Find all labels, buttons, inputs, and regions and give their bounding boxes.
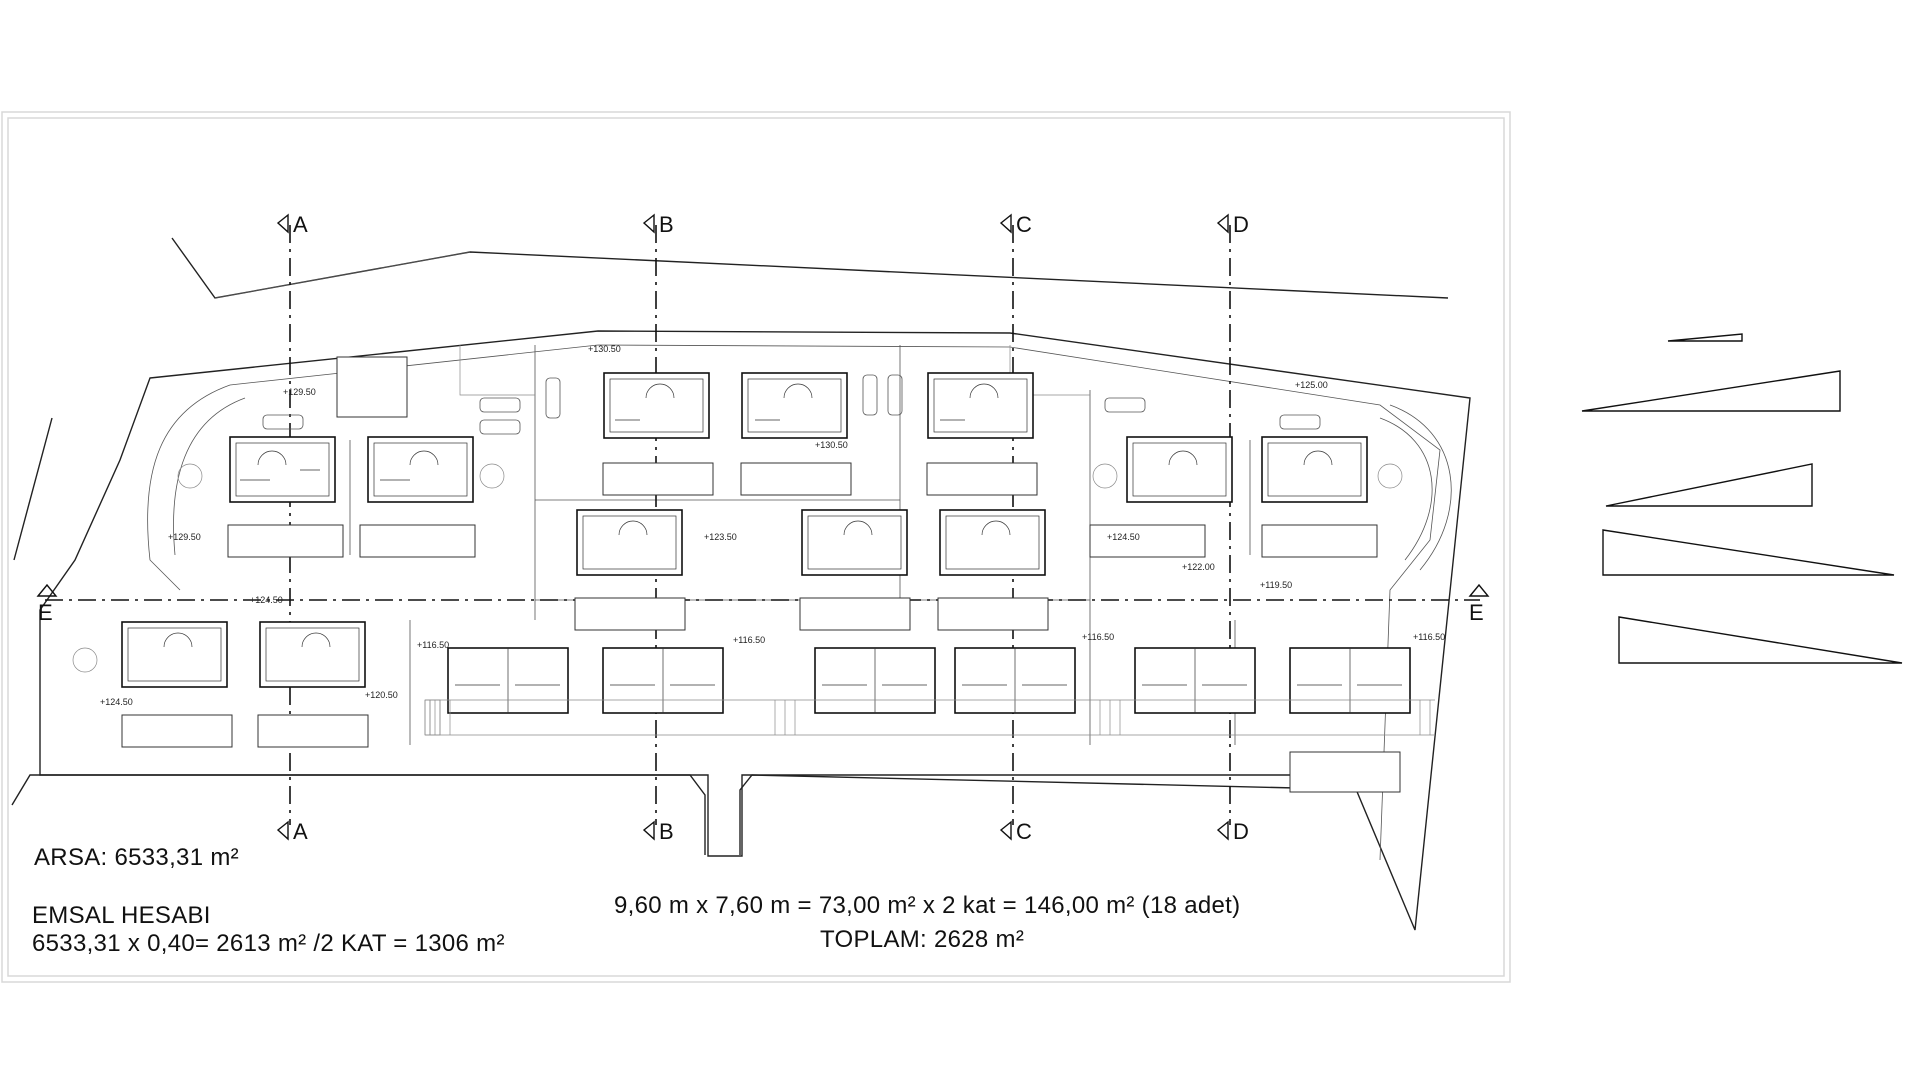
top-road-edge (214, 251, 471, 299)
section-marker-a-top: A (276, 212, 308, 237)
marker-e-left-label: E (38, 600, 53, 625)
bottom-road-line (11, 774, 706, 855)
plot-divider (349, 440, 1251, 745)
elevation-label: +130.50 (588, 344, 621, 354)
section-marker-a-bottom: A (276, 819, 308, 844)
ramp-4-curve (1389, 404, 1452, 571)
elevation-label: +124.50 (100, 697, 133, 707)
townhouse-4 (954, 647, 1076, 714)
elevation-label: +116.50 (733, 635, 765, 645)
townhouse-3 (814, 647, 936, 714)
marker-e-right-label: E (1469, 600, 1484, 625)
marker-a-bottom-label: A (293, 819, 308, 844)
elevation-label: +129.50 (283, 387, 316, 397)
villa-upper-4 (740, 372, 852, 496)
emsal-title: EMSAL HESABI (32, 902, 211, 929)
villa-upper-7 (1261, 436, 1378, 558)
ramp-2-inner (173, 397, 246, 556)
section-marker-e-left: E (36, 583, 58, 625)
townhouse-1 (424, 647, 569, 736)
villa-middle-2 (799, 509, 911, 631)
townhouse-5 (1134, 647, 1256, 714)
central-block (534, 345, 1091, 620)
elevation-label: +122.00 (1182, 562, 1215, 572)
villa-upper-6 (1089, 436, 1233, 558)
unit-area-calculation: 9,60 m x 7,60 m = 73,00 m² x 2 kat = 146… (614, 892, 1241, 919)
section-marker-c-top: C (999, 212, 1032, 237)
cars-group (262, 374, 1321, 435)
townhouse-2 (602, 647, 724, 714)
left-edge-line (13, 417, 53, 561)
ramp-profile-3 (1605, 463, 1813, 507)
total-area-note: TOPLAM: 2628 m² (820, 926, 1025, 953)
marker-d-top-label: D (1233, 212, 1249, 237)
section-marker-d-top: D (1216, 212, 1249, 237)
tree-symbols (72, 463, 1403, 673)
marker-c-top-label: C (1016, 212, 1032, 237)
arsa-area-note: ARSA: 6533,31 m² (34, 844, 239, 871)
elevation-label: +119.50 (1260, 580, 1292, 590)
section-marker-b-bottom: B (642, 819, 674, 844)
villa-middle-3 (937, 509, 1049, 631)
section-marker-d-bottom: D (1216, 819, 1249, 844)
elevation-label: +123.50 (704, 532, 737, 542)
ramp-profiles (1581, 333, 1903, 664)
marker-d-bottom-label: D (1233, 819, 1249, 844)
elevation-label: +116.50 (1413, 632, 1445, 642)
marker-a-top-label: A (293, 212, 308, 237)
elevation-label: +124.50 (1107, 532, 1140, 542)
villa-lower-2 (257, 621, 369, 748)
parking-hatch-row (425, 699, 1435, 736)
site-boundary (39, 330, 1471, 931)
ramp-profile-4 (1602, 529, 1895, 576)
elevation-label: +120.50 (365, 690, 398, 700)
elevation-label: +116.50 (1082, 632, 1114, 642)
marker-b-top-label: B (659, 212, 674, 237)
ramp-profile-2 (1581, 370, 1841, 412)
marker-b-bottom-label: B (659, 819, 674, 844)
section-marker-b-top: B (642, 212, 674, 237)
marker-c-bottom-label: C (1016, 819, 1032, 844)
elevation-label: +125.00 (1295, 380, 1328, 390)
villa-upper-3 (602, 372, 714, 496)
elevation-label: +130.50 (815, 440, 848, 450)
bottom-road-line-2 (739, 774, 1381, 855)
villa-upper-1 (227, 436, 344, 558)
elevation-labels: +129.50 +129.50 +130.50 +130.50 +123.50 … (100, 344, 1445, 707)
villa-lower-1 (121, 621, 233, 748)
ramp-4-inner (1379, 417, 1433, 561)
section-marker-e-right: E (1468, 583, 1490, 625)
section-marker-c-bottom: C (999, 819, 1032, 844)
sheet-inner-frame (7, 117, 1505, 977)
emsal-calculation: 6533,31 x 0,40= 2613 m² /2 KAT = 1306 m² (32, 930, 505, 957)
garage-upper-left (336, 356, 408, 418)
top-road-line (171, 237, 1449, 299)
inner-boundary (229, 344, 1441, 861)
elevation-label: +124.50 (250, 595, 283, 605)
elevation-label: +129.50 (168, 532, 201, 542)
ramp-profile-5 (1618, 616, 1903, 664)
ramp-profile-1 (1667, 333, 1743, 342)
pool-bottom-right (1289, 751, 1401, 793)
elevation-label: +116.50 (417, 640, 449, 650)
villa-upper-5 (926, 372, 1038, 496)
villa-middle-1 (574, 509, 686, 631)
townhouse-6 (1289, 647, 1411, 714)
villa-upper-2 (359, 436, 476, 558)
sheet-frame (1, 111, 1511, 983)
ramp-2-curve (147, 384, 231, 591)
